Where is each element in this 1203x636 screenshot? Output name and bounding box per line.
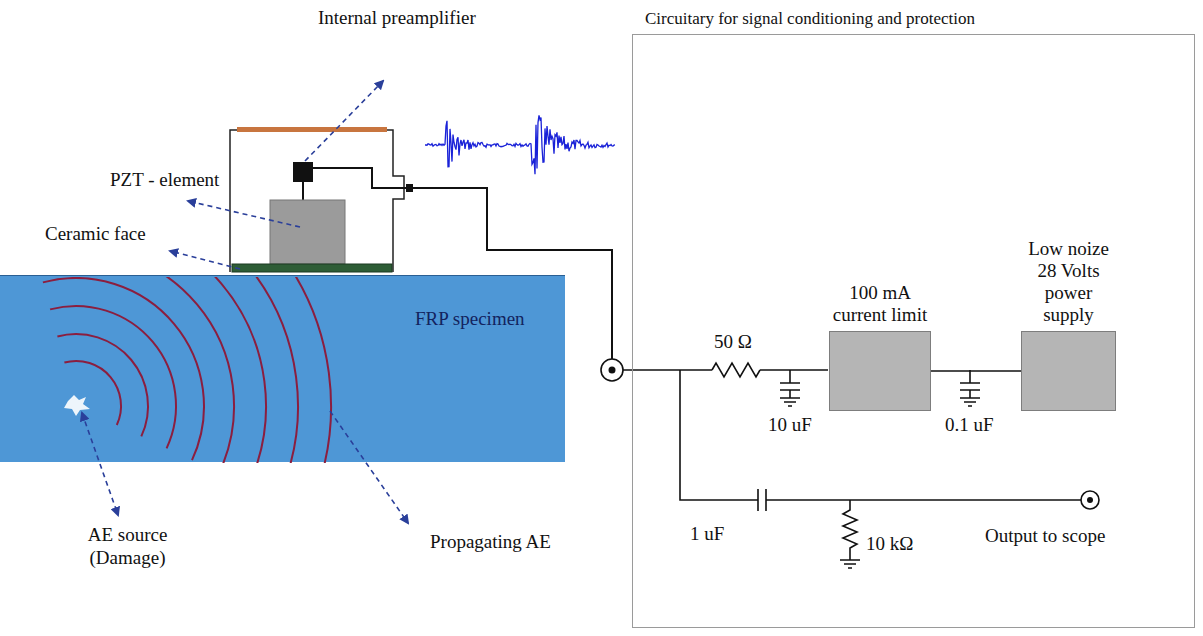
signal-name: Output to scope: [985, 524, 1105, 547]
unit-heading: Low noize 28 Volts power supply: [1019, 238, 1119, 326]
power-supply-box: Low noize 28 Volts power supply: [1021, 331, 1116, 411]
pzt-element: [270, 200, 345, 264]
leader-lines: [188, 201, 300, 227]
sensor-wiring: [302, 182, 304, 200]
current-limit-box: 100 mA current limit: [829, 331, 931, 411]
part-label: Ceramic face: [45, 222, 146, 245]
preamp-chip: [293, 162, 313, 182]
leader-lines: [170, 251, 240, 269]
leader-lines: [305, 81, 383, 161]
component-value: 1 uF: [690, 522, 724, 545]
part-label: PZT - element: [110, 168, 219, 191]
output-connector: [1081, 491, 1099, 509]
component-value: 10 uF: [768, 413, 812, 436]
propagating-waves: [64, 361, 121, 425]
output-connector: [1087, 497, 1093, 503]
part-label: AE source (Damage): [70, 523, 185, 569]
sensor-wiring: [303, 168, 408, 200]
capacitor-symbol: [758, 489, 766, 511]
capacitor-symbol: [780, 370, 800, 406]
coax-connector: [601, 359, 623, 381]
component-value: 50 Ω: [714, 330, 752, 353]
propagating-waves: [19, 277, 298, 463]
part-label: Propagating AE: [430, 530, 551, 553]
circuit-wires: [623, 369, 712, 371]
capacitor-symbol: [960, 370, 980, 406]
leader-lines: [82, 413, 118, 515]
coax-connector: [601, 359, 623, 381]
propagating-waves: [27, 277, 266, 463]
panel-heading: Circuitary for signal conditioning and p…: [645, 8, 975, 30]
capacitor-symbol: [780, 370, 800, 406]
propagating-waves: [50, 306, 176, 448]
propagating-waves: [57, 334, 148, 436]
damage-mark: [64, 395, 90, 416]
component-value: 10 kΩ: [866, 532, 913, 555]
wire-connector: [931, 370, 1021, 372]
circuit-wires: [760, 369, 828, 371]
sensor-housing: [230, 130, 404, 272]
leader-lines: [330, 411, 408, 523]
sensor-wiring: [313, 168, 408, 188]
propagating-waves: [35, 277, 234, 463]
resistor-symbol: [840, 500, 860, 568]
capacitor-symbol: [960, 370, 980, 406]
resistor-symbol: [840, 500, 860, 568]
ae-waveform: [425, 115, 615, 174]
coax-connector: [609, 367, 616, 374]
output-connector: [1081, 491, 1099, 509]
circuit-wires: [680, 370, 758, 500]
sensor-housing: [230, 130, 404, 272]
capacitor-symbol: [758, 489, 766, 511]
leader-lines: [82, 81, 408, 523]
specimen-block: FRP specimen: [0, 275, 565, 462]
component-value: 0.1 uF: [945, 413, 994, 436]
sensor-connector: [406, 184, 413, 192]
part-label: Internal preamplifier: [318, 6, 476, 29]
top-plate: [237, 127, 387, 132]
unit-heading: 100 mA current limit: [821, 282, 939, 326]
ceramic-face: [232, 264, 392, 272]
propagating-waves: [10, 277, 331, 463]
circuit-wires: [766, 499, 1081, 501]
propagating-waves: [43, 278, 204, 460]
resistor-symbol: [712, 363, 760, 377]
specimen-label: FRP specimen: [415, 308, 525, 330]
propagating-waves: [10, 277, 331, 463]
